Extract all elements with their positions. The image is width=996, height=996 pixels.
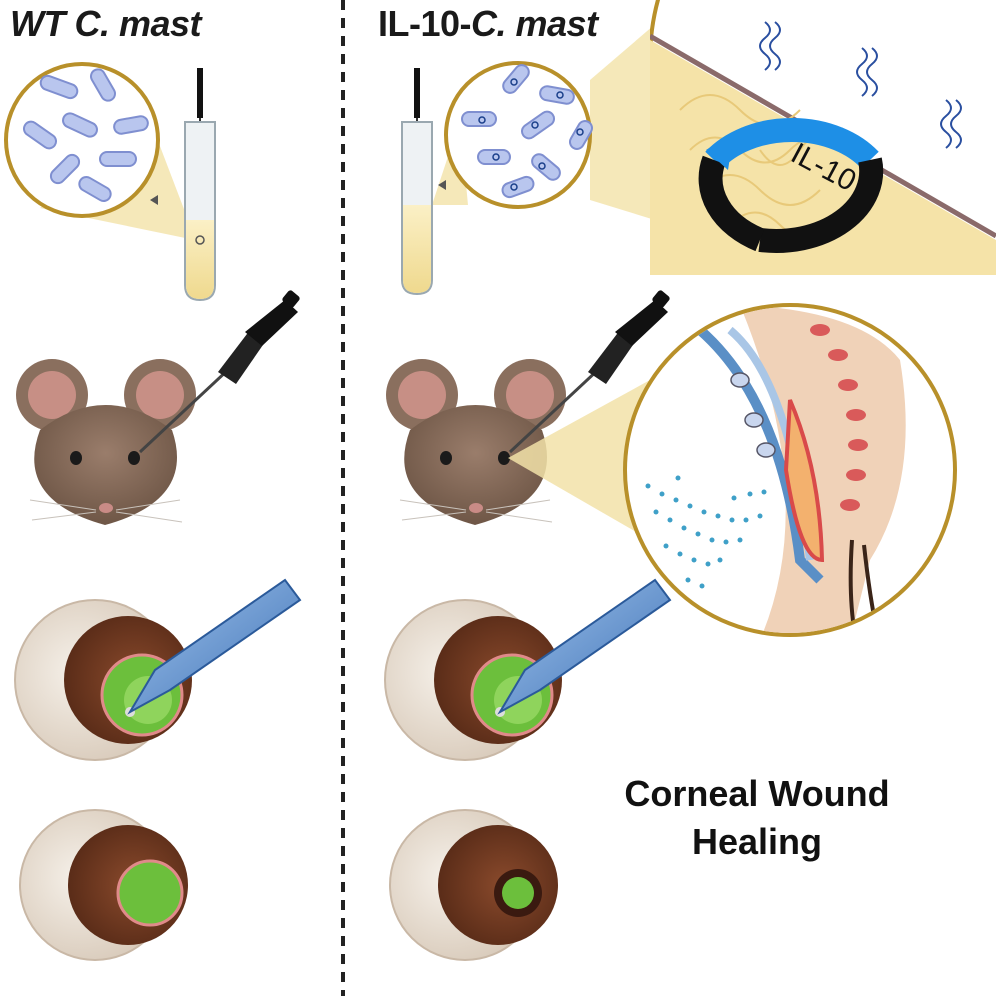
- zoom-wedge-right-eyelid: [508, 380, 650, 540]
- panel-title-wt: WT C. mast: [10, 3, 202, 44]
- plasmid-zoom-circle: [650, 0, 996, 275]
- bacteria-culture-circle-right: [444, 61, 593, 209]
- panel-title-il10: IL-10-C. mast: [378, 6, 598, 42]
- culture-tube-left: [150, 68, 216, 302]
- bacteria-culture-circle-left: [4, 62, 160, 218]
- eye-outcome-left: [19, 809, 188, 961]
- mouse-right: [386, 359, 566, 525]
- outcome-line-1: Corneal Wound: [624, 773, 890, 814]
- mouse-left: [16, 359, 196, 525]
- panel-title-il10-prefix: IL-10-: [378, 3, 472, 44]
- pipette-left: [138, 290, 300, 454]
- eyelid-zoom-circle: [623, 303, 957, 637]
- panel-title-il10-strain: C. mast: [471, 3, 598, 44]
- culture-tube-right: [401, 68, 446, 296]
- probe-right: [497, 578, 672, 715]
- eye-outcome-right: [389, 809, 558, 961]
- secreted-il10-dots: [645, 475, 767, 589]
- outcome-line-2: Healing: [691, 821, 823, 862]
- probe-left: [127, 578, 302, 715]
- pipette-right: [508, 290, 670, 454]
- outcome-label: Corneal Wound Healing: [592, 770, 922, 866]
